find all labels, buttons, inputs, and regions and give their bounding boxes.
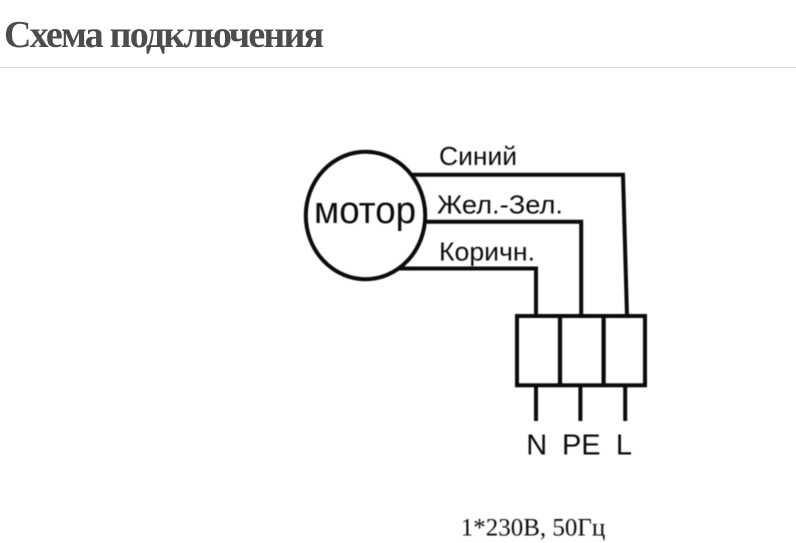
- svg-text:Синий: Синий: [439, 141, 517, 171]
- svg-text:N: N: [526, 430, 547, 462]
- svg-text:Коричн.: Коричн.: [439, 237, 535, 267]
- svg-text:1*230В, 50Гц: 1*230В, 50Гц: [461, 515, 606, 542]
- svg-text:мотор: мотор: [314, 190, 416, 232]
- svg-text:PE: PE: [562, 430, 601, 462]
- svg-text:Жел.-Зел.: Жел.-Зел.: [437, 190, 563, 220]
- svg-text:L: L: [616, 430, 632, 462]
